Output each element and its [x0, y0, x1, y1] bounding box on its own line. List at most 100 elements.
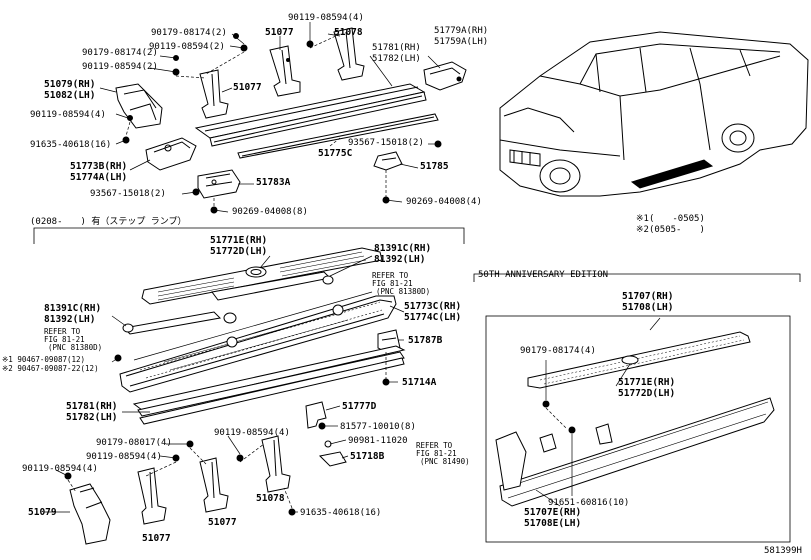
footnote-2: ※2(0505- ): [636, 225, 705, 235]
leader-lines-anniversary: [535, 317, 661, 507]
label-81577-10010-8: 81577-10010(8): [340, 422, 416, 432]
label-90119-08594-4-left: 90119-08594(4): [30, 110, 106, 120]
label-51771e-rh-anv: 51771E(RH): [618, 377, 676, 388]
label-93567-15018-2-right: 93567-15018(2): [348, 138, 424, 148]
lamp-cover-51771e: [141, 247, 383, 305]
label-81391c-rh-left: 81391C(RH): [44, 303, 102, 314]
label-90467-09087-22-12: ※2 90467-09087-22(12): [2, 364, 99, 373]
label-refer-to-a: REFER TO: [372, 271, 409, 280]
label-fig-81-21-c: FIG 81-21: [416, 449, 457, 458]
step-lamp-left: [122, 311, 237, 335]
label-51708-lh: 51708(LH): [622, 302, 674, 313]
section-bracket: [33, 227, 465, 244]
bracket-51718b: [318, 440, 347, 467]
end-cap-51779a: [423, 61, 467, 91]
label-91635-40618-16-low: 91635-40618(16): [300, 508, 382, 518]
label-51782-lh-top: 51782(LH): [372, 54, 421, 64]
leader-lines-mid: [44, 255, 405, 513]
label-90119-08594-4-low-r: 90119-08594(4): [214, 428, 290, 438]
image-reference-code: 581399H: [764, 546, 802, 556]
label-90269-04008-8: 90269-04008(8): [232, 207, 308, 217]
anniversary-running-board: [495, 397, 775, 507]
label-51783a: 51783A: [256, 177, 291, 188]
anniversary-step-cover: [527, 331, 751, 389]
label-pnc-81380d-b: (PNC 81380D): [48, 343, 103, 352]
bracket-51077-mid: [199, 69, 229, 119]
step-lamp-right: [211, 271, 334, 301]
running-board-51773c: [119, 291, 397, 393]
label-51759a-lh: 51759A(LH): [434, 37, 489, 47]
label-51077-low-a: 51077: [142, 533, 171, 544]
label-51077-low-b: 51077: [208, 517, 237, 528]
label-51707e-rh: 51707E(RH): [524, 507, 582, 518]
label-91651-60816-10: 91651-60816(10): [548, 498, 630, 508]
label-51779a-rh: 51779A(RH): [434, 26, 489, 36]
label-91635-40618-16-top: 91635-40618(16): [30, 140, 112, 150]
label-51707-rh: 51707(RH): [622, 291, 674, 302]
footnote-1: ※1( -0505): [636, 214, 705, 224]
label-51772d-lh-top: 51772D(LH): [210, 246, 268, 257]
label-fig-81-21-b: FIG 81-21: [44, 335, 85, 344]
label-51781-rh-top: 51781(RH): [372, 43, 421, 53]
bracket-51077-low-a: [137, 467, 167, 525]
label-51078-low: 51078: [256, 493, 285, 504]
label-90119-08594-4-low-m: 90119-08594(4): [86, 452, 162, 462]
label-51787b: 51787B: [408, 335, 443, 346]
label-51774a-lh: 51774A(LH): [70, 172, 128, 183]
label-pnc-81490: (PNC 81490): [420, 457, 470, 466]
section-header: (0208- ) 有（ステップ ランプ）: [30, 217, 187, 227]
bracket-51078-low: [261, 435, 291, 493]
label-51771e-rh-top: 51771E(RH): [210, 235, 268, 246]
label-51077-mid: 51077: [233, 82, 262, 93]
label-93567-15018-2-left: 93567-15018(2): [90, 189, 166, 199]
label-51718b: 51718B: [350, 451, 385, 462]
label-51774c-lh: 51774C(LH): [404, 312, 462, 323]
label-51773b-rh: 51773B(RH): [70, 161, 128, 172]
bracket-51077-top: [269, 45, 301, 97]
label-51781-rh-low: 51781(RH): [66, 401, 118, 412]
sill-51781-low: [132, 345, 406, 425]
label-90179-08174-2-a: 90179-08174(2): [151, 28, 227, 38]
leader-lines-top: [99, 22, 441, 213]
bracket-51783a: [197, 169, 241, 199]
label-90179-08174-2-b: 90179-08174(2): [82, 48, 158, 58]
vehicle-illustration: [499, 31, 809, 197]
label-51782-lh-low: 51782(LH): [66, 412, 118, 423]
bracket-51079-low: [69, 483, 111, 545]
label-90179-08017-4: 90179-08017(4): [96, 438, 172, 448]
label-51773c-rh: 51773C(RH): [404, 301, 462, 312]
label-refer-to-c: REFER TO: [416, 441, 453, 450]
label-51077-top: 51077: [265, 27, 294, 38]
label-90179-08174-4: 90179-08174(4): [520, 346, 596, 356]
label-90981-11020: 90981-11020: [348, 436, 408, 446]
label-51079-low: 51079: [28, 507, 57, 518]
bracket-51777d: [305, 401, 327, 429]
label-90119-08594-4-low-l: 90119-08594(4): [22, 464, 98, 474]
bracket-51079: [115, 83, 163, 129]
label-51078-top: 51078: [334, 27, 363, 38]
label-90119-08594-4-top: 90119-08594(4): [288, 13, 364, 23]
label-90269-04008-4: 90269-04008(4): [406, 197, 482, 207]
label-51775c: 51775C: [318, 148, 353, 159]
label-pnc-81380d-a: (PNC 81380D): [376, 287, 431, 296]
label-81392-lh-left: 81392(LH): [44, 314, 96, 325]
bracket-51077-low-b: [199, 457, 229, 513]
sill-plate-51775c: [194, 83, 439, 159]
label-51708e-lh: 51708E(LH): [524, 518, 582, 529]
label-81392-lh-right: 81392(LH): [374, 254, 426, 265]
pad-51773b: [145, 137, 197, 171]
label-90467-09087-12: ※1 90467-09087(12): [2, 355, 86, 364]
label-51785: 51785: [420, 161, 449, 172]
label-51772d-lh-anv: 51772D(LH): [618, 388, 676, 399]
label-90119-08594-2-b: 90119-08594(2): [82, 62, 158, 72]
label-51777d: 51777D: [342, 401, 377, 412]
label-51082-lh: 51082(LH): [44, 90, 96, 101]
anniversary-header: 50TH ANNIVERSARY EDITION: [478, 270, 609, 280]
label-90119-08594-2-a: 90119-08594(2): [149, 42, 225, 52]
label-51079-rh: 51079(RH): [44, 79, 96, 90]
anniversary-frame: [473, 273, 801, 543]
label-81391c-rh-right: 81391C(RH): [374, 243, 432, 254]
bracket-51785: [373, 151, 403, 171]
